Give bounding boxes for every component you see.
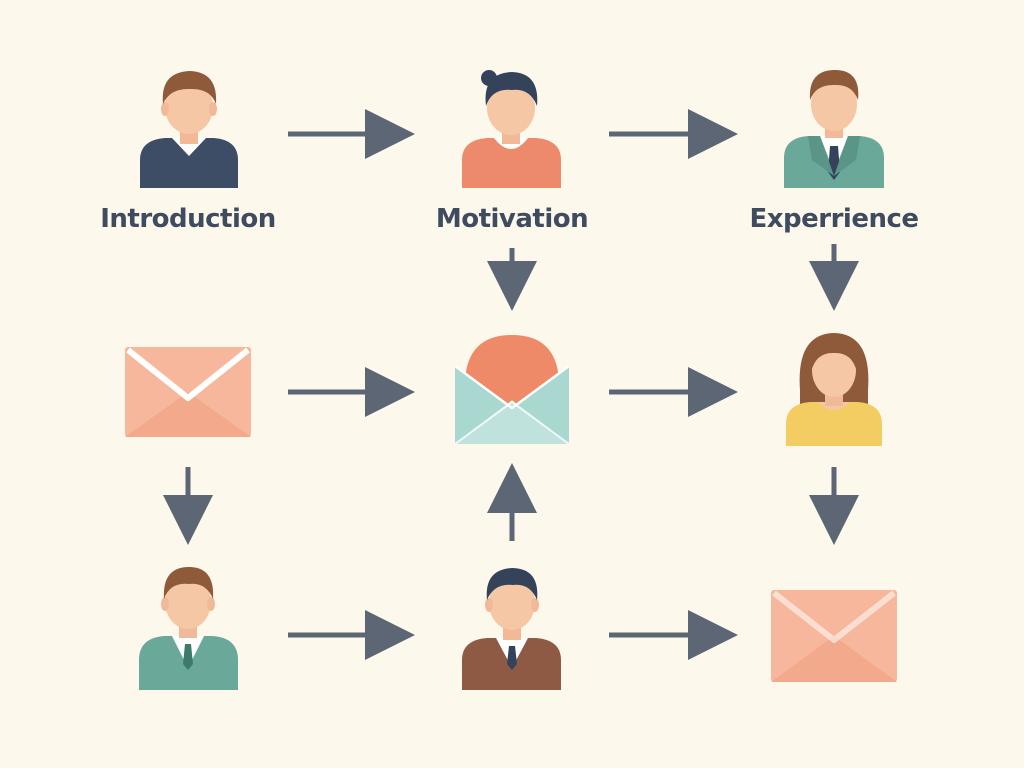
label-motivation: Motivation	[435, 204, 589, 234]
person-navy-shirt-icon	[140, 71, 238, 188]
label-experience: Experrience	[749, 204, 919, 234]
label-introduction: Introduction	[100, 204, 276, 234]
person-teal-sweater-icon	[139, 567, 238, 690]
envelope-icon	[125, 347, 251, 437]
open-envelope-icon	[454, 335, 570, 445]
envelope-icon	[771, 590, 897, 682]
person-brown-sweater-icon	[462, 568, 561, 690]
woman-yellow-shirt-icon	[786, 333, 882, 446]
arrows	[163, 109, 859, 660]
person-teal-suit-icon	[784, 70, 884, 188]
person-coral-shirt-icon	[462, 70, 561, 188]
